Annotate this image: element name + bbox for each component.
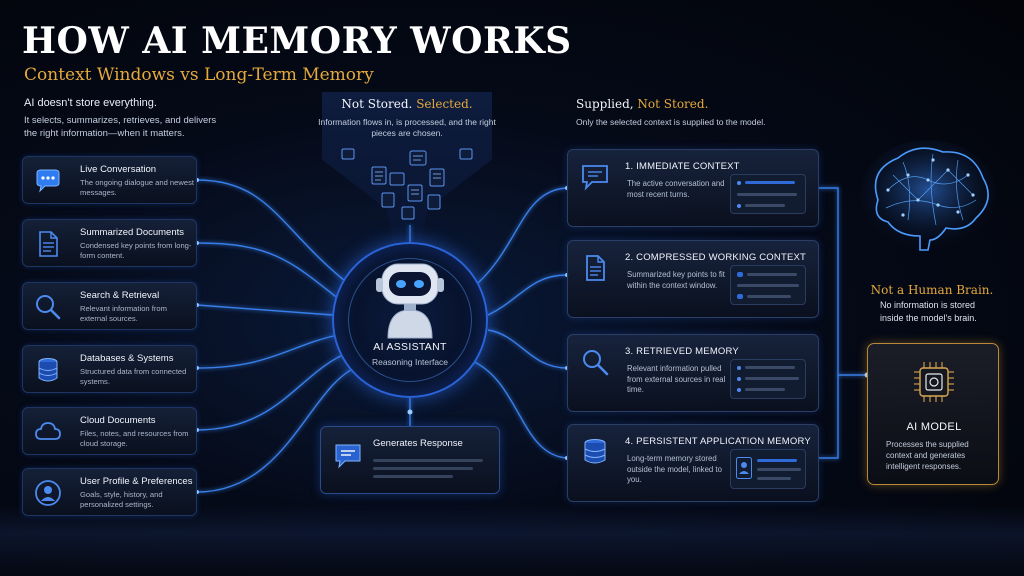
assistant-title: AI ASSISTANT [373, 341, 447, 353]
context-title: 3. RETRIEVED MEMORY [625, 346, 739, 357]
source-title: User Profile & Preferences [80, 476, 193, 487]
user-icon [35, 480, 61, 506]
context-desc: Summarized key points to fit within the … [627, 270, 725, 290]
chat-bubble-icon [36, 169, 60, 193]
floor-glow [0, 505, 1024, 576]
context-preview [730, 265, 806, 305]
floating-documents [341, 148, 473, 220]
assistant-subtitle: Reasoning Interface [371, 357, 449, 367]
ai-model-card: AI MODEL Processes the supplied context … [867, 343, 999, 485]
assistant-ring-inner [348, 258, 472, 382]
source-desc: The ongoing dialogue and newest messages… [80, 178, 194, 197]
source-desc: Structured data from connected systems. [80, 367, 187, 386]
source-desc: Goals, style, history, and personalized … [80, 490, 163, 509]
center-heading: Not Stored. Selected. [322, 97, 492, 111]
intro-body: It selects, summarizes, retrieves, and d… [24, 115, 217, 139]
source-title: Live Conversation [80, 164, 157, 175]
brain-icon [860, 140, 996, 251]
source-desc: Relevant information from external sourc… [80, 304, 167, 323]
database-icon [584, 439, 606, 464]
chat-window-icon [335, 444, 361, 469]
context-preview [730, 359, 806, 399]
ai-model-title: AI MODEL [906, 421, 962, 433]
source-card-databases-systems: Databases & Systems Structured data from… [22, 345, 197, 393]
database-icon [38, 358, 58, 382]
user-icon [736, 457, 752, 479]
right-heading: Supplied, Not Stored. [576, 97, 708, 111]
brain-heading: Not a Human Brain. [870, 283, 994, 297]
source-card-user-profile: User Profile & Preferences Goals, style,… [22, 468, 197, 516]
context-desc: The active conversation and most recent … [627, 179, 725, 199]
right-body: Only the selected context is supplied to… [576, 117, 766, 127]
source-title: Databases & Systems [80, 353, 174, 364]
magnifier-icon [583, 350, 609, 376]
source-card-cloud-documents: Cloud Documents Files, notes, and resour… [22, 407, 197, 455]
context-desc: Long-term memory stored outside the mode… [627, 454, 722, 484]
right-heading-white: Supplied, [576, 97, 634, 111]
brain-body: No information is stored inside the mode… [880, 300, 977, 323]
center-body: Information flows in, is processed, and … [318, 117, 496, 138]
source-title: Cloud Documents [80, 415, 156, 426]
context-preview [730, 174, 806, 214]
source-card-live-conversation: Live Conversation The ongoing dialogue a… [22, 156, 197, 204]
context-title: 1. IMMEDIATE CONTEXT [625, 161, 740, 172]
document-icon [39, 231, 58, 257]
context-card-persistent: 4. PERSISTENT APPLICATION MEMORY Long-te… [567, 424, 819, 502]
ai-model-desc: Processes the supplied context and gener… [886, 440, 969, 471]
source-desc: Condensed key points from long-form cont… [80, 241, 192, 260]
chat-window-icon [582, 165, 608, 191]
magnifier-icon [36, 295, 61, 320]
robot-icon [376, 263, 444, 339]
context-desc: Relevant information pulled from externa… [627, 364, 726, 394]
cloud-icon [35, 422, 61, 440]
document-icon [586, 255, 605, 281]
page-subtitle: Context Windows vs Long-Term Memory [24, 65, 374, 85]
source-card-summarized-documents: Summarized Documents Condensed key point… [22, 219, 197, 267]
response-card: Generates Response [320, 426, 500, 494]
chat-mini-icon [409, 150, 427, 166]
context-card-retrieved: 3. RETRIEVED MEMORY Relevant information… [567, 334, 819, 412]
center-heading-white: Not Stored. [341, 97, 413, 111]
right-heading-gold: Not Stored. [637, 97, 709, 111]
context-title: 4. PERSISTENT APPLICATION MEMORY [625, 436, 811, 447]
context-title: 2. COMPRESSED WORKING CONTEXT [625, 252, 807, 263]
response-title: Generates Response [373, 438, 463, 449]
center-heading-gold: Selected. [416, 97, 473, 111]
context-card-compressed: 2. COMPRESSED WORKING CONTEXT Summarized… [567, 240, 819, 318]
source-title: Summarized Documents [80, 227, 185, 238]
context-preview [730, 449, 806, 489]
context-card-immediate: 1. IMMEDIATE CONTEXT The active conversa… [567, 149, 819, 227]
chip-icon [914, 362, 954, 402]
page-title: HOW AI MEMORY WORKS [22, 20, 572, 62]
source-card-search-retrieval: Search & Retrieval Relevant information … [22, 282, 197, 330]
source-desc: Files, notes, and resources from cloud s… [80, 429, 189, 448]
source-title: Search & Retrieval [80, 290, 160, 301]
intro-heading: AI doesn't store everything. [24, 97, 157, 109]
